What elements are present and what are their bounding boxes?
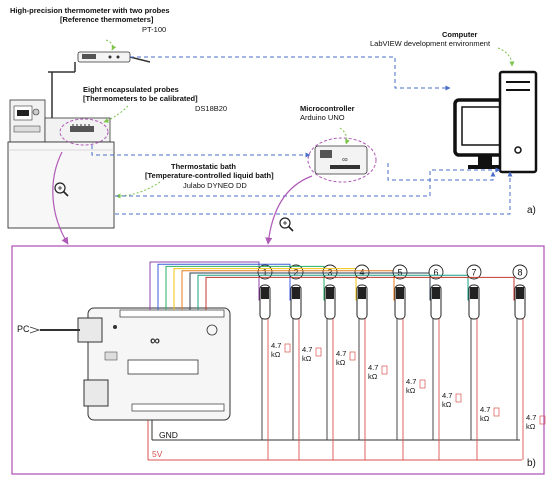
computer-model: LabVIEW development environment — [370, 39, 491, 49]
probe-number-circle-8 — [512, 264, 528, 280]
resistor-unit-1: kΩ — [271, 350, 281, 359]
probe-tip-4 — [358, 287, 366, 299]
probes-pointer — [103, 105, 129, 123]
resistor-value-8: 4.7 — [526, 413, 536, 422]
thermometer-device — [77, 51, 151, 63]
probe-tip-2 — [292, 287, 300, 299]
resistor-2 — [315, 347, 322, 357]
panel-a-label: a) — [527, 205, 536, 216]
resistor-4 — [381, 365, 388, 375]
resistor-value-4: 4.7 — [368, 363, 378, 372]
probes-subtitle: [Thermometers to be calibrated] — [83, 94, 198, 104]
probes-label: Eight encapsulated probes [Thermometers … — [83, 85, 227, 113]
bath-title: Thermostatic bath — [171, 162, 237, 171]
resistor-6 — [455, 393, 462, 403]
resistor-value-5: 4.7 — [406, 377, 416, 386]
resistor-unit-4: kΩ — [368, 372, 378, 381]
microcontroller-title: Microcontroller — [300, 104, 355, 113]
probe-tip-3 — [326, 287, 334, 299]
resistor-unit-3: kΩ — [336, 358, 346, 367]
resistor-7 — [493, 407, 500, 417]
resistor-unit-5: kΩ — [406, 386, 416, 395]
magnifier-icon — [54, 182, 69, 197]
pc-arrow-icon — [29, 326, 41, 334]
resistor-value-6: 4.7 — [442, 391, 452, 400]
thermometer-subtitle: [Reference thermometers] — [60, 15, 154, 25]
resistor-value-2: 4.7 — [302, 345, 312, 354]
bath-pointer — [115, 181, 161, 199]
probe-stand — [48, 62, 76, 120]
pc-label: PC — [17, 324, 30, 334]
gnd-label: GND — [159, 430, 178, 440]
probes-model: DS18B20 — [195, 103, 228, 113]
svg-text:∞: ∞ — [342, 155, 348, 164]
computer-title: Computer — [442, 30, 478, 39]
bath-probes — [70, 124, 94, 132]
probes-title: Eight encapsulated probes — [83, 85, 179, 94]
panel-b-label: b) — [527, 458, 536, 469]
probe-tip-6 — [432, 287, 440, 299]
thermometer-model: PT-100 — [142, 24, 167, 34]
probe-tip-5 — [396, 287, 404, 299]
resistor-8 — [539, 415, 546, 425]
probes-highlight — [59, 118, 109, 146]
resistor-1 — [284, 343, 291, 353]
probe-number-8: 8 — [517, 268, 522, 278]
probe-tip-8 — [516, 287, 524, 299]
resistor-5 — [419, 379, 426, 389]
arduino-small: ∞ — [314, 145, 368, 175]
computer-pointer — [497, 47, 515, 67]
microcontroller-pointer — [339, 127, 350, 145]
resistor-unit-6: kΩ — [442, 400, 452, 409]
resistor-unit-8: kΩ — [526, 422, 536, 431]
probes-layer: 14.7kΩ24.7kΩ34.7kΩ44.7kΩ54.7kΩ64.7kΩ74.7… — [149, 261, 546, 460]
resistor-value-3: 4.7 — [336, 349, 346, 358]
thermometer-title: High-precision thermometer with two prob… — [10, 6, 170, 15]
zoom-arrow-probes — [52, 151, 69, 245]
thermometer-pointer — [105, 39, 117, 51]
resistor-value-1: 4.7 — [271, 341, 281, 350]
resistor-3 — [349, 351, 356, 361]
bath-label: Thermostatic bath [Temperature-controlle… — [145, 162, 274, 190]
resistor-value-7: 4.7 — [480, 405, 490, 414]
microcontroller-model: Arduino UNO — [300, 113, 345, 123]
microcontroller-highlight — [307, 137, 377, 183]
computer-icon — [453, 70, 538, 174]
communication-lines — [91, 56, 513, 215]
resistor-unit-7: kΩ — [480, 414, 490, 423]
bath-model: Julabo DYNEO DD — [183, 180, 247, 190]
thermometer-label: High-precision thermometer with two prob… — [10, 6, 170, 34]
probe-tip-7 — [470, 287, 478, 299]
zoom-arrow-microcontroller — [265, 175, 313, 245]
microcontroller-label: Microcontroller Arduino UNO — [300, 104, 355, 123]
resistor-unit-2: kΩ — [302, 354, 312, 363]
bath-subtitle: [Temperature-controlled liquid bath] — [145, 171, 274, 181]
probe-tip-1 — [261, 287, 269, 299]
vcc-label: 5V — [152, 449, 163, 459]
thermostatic-bath — [7, 99, 115, 229]
svg-text:∞: ∞ — [150, 332, 160, 348]
probe-number-circle-7 — [466, 264, 482, 280]
computer-label: Computer LabVIEW development environment — [370, 30, 490, 49]
arduino-board: ∞ — [77, 307, 231, 421]
magnifier-icon-2 — [279, 217, 294, 232]
probe-number-6: 6 — [433, 268, 438, 278]
probe-number-7: 7 — [471, 268, 476, 278]
